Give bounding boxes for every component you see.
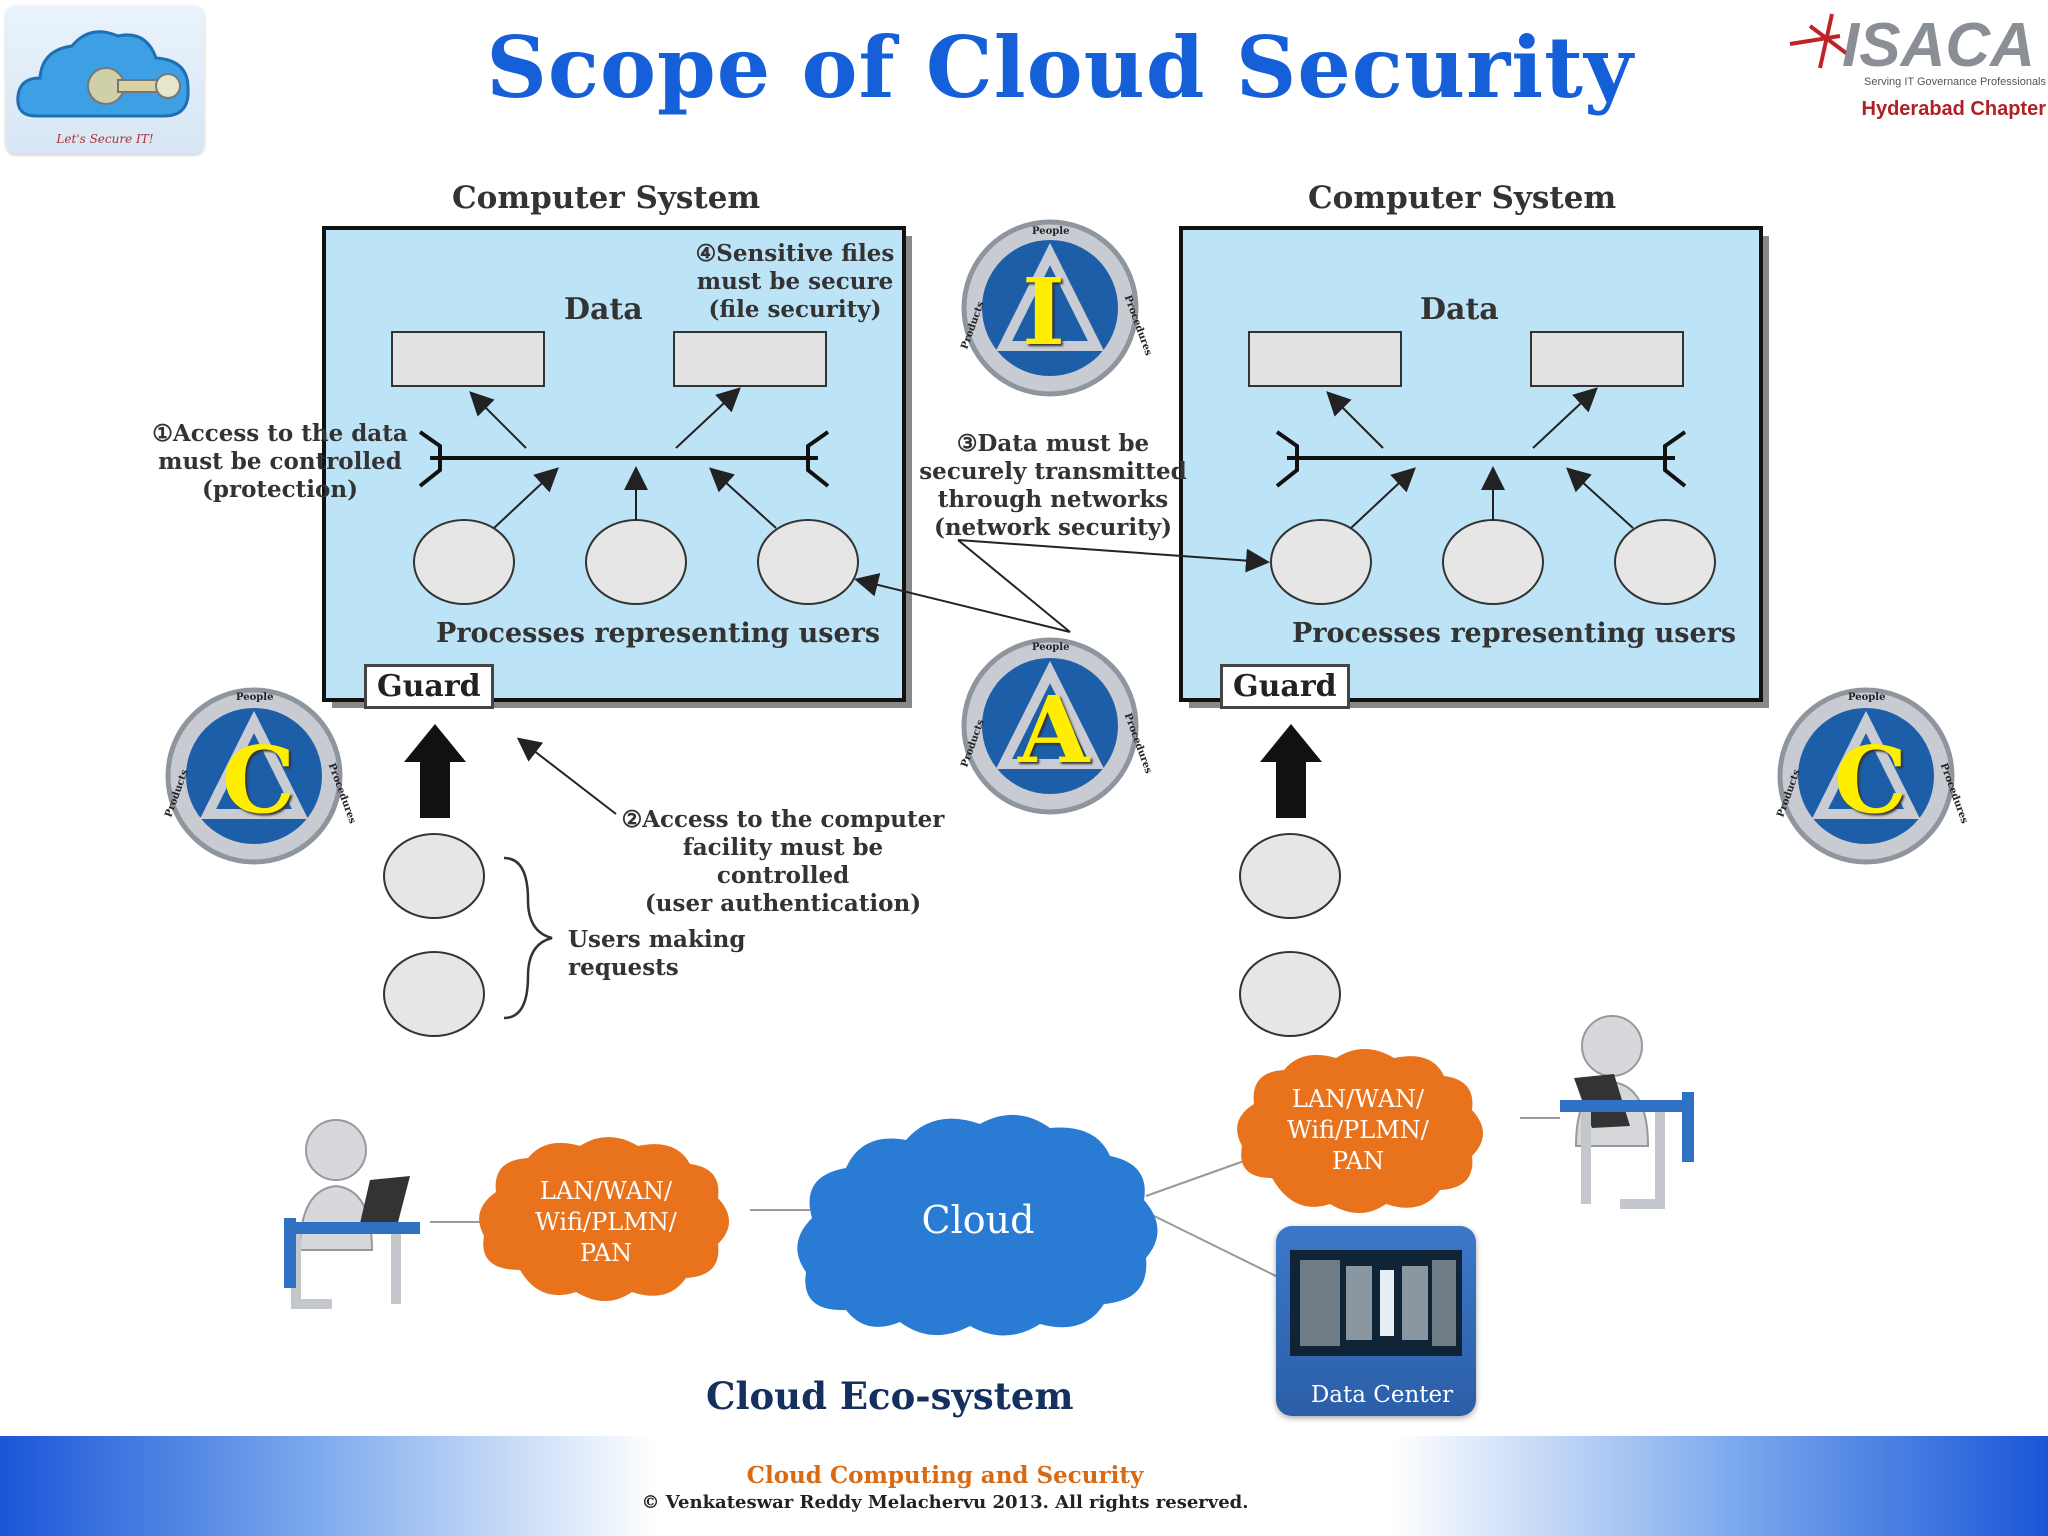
guard-up-arrow (1260, 724, 1322, 818)
process-label-right: Processes representing users (1292, 618, 1737, 649)
network-cloud-right (1237, 1049, 1483, 1213)
data-file-box (1530, 331, 1684, 387)
data-file-box (1248, 331, 1402, 387)
server-racks-icon (1290, 1250, 1462, 1356)
isaca-logo: ISACA Serving IT Governance Professional… (1780, 6, 2046, 134)
process-circle (1614, 519, 1716, 605)
process-circle (585, 519, 687, 605)
user-at-desk-left-icon (284, 1119, 420, 1309)
footer-copyright: © Venkateswar Reddy Melachervu 2013. All… (641, 1492, 1249, 1513)
isaca-logo-mark: ISACA (1789, 11, 2035, 80)
user-request-circle (1239, 833, 1341, 919)
guard-label-left: Guard (364, 664, 494, 709)
cia-letter-i: I (1022, 258, 1066, 366)
isaca-brand: ISACA (1842, 11, 2035, 76)
guard-up-arrow (404, 724, 466, 818)
main-cloud (797, 1114, 1158, 1336)
badge-ring-people: People (1032, 642, 1070, 653)
data-label-right: Data (1420, 292, 1499, 327)
user-request-circle (383, 951, 485, 1037)
cia-letter-a: A (1018, 676, 1090, 784)
cia-badge-confidentiality-right (1777, 687, 1955, 865)
network-label-left: LAN/WAN/Wifi/PLMN/PAN (535, 1177, 677, 1267)
badge-ring-people: People (1032, 226, 1070, 237)
badge-ring-people: People (236, 692, 274, 703)
data-center-box (1276, 1226, 1476, 1416)
computer-system-title-right: Computer System (1308, 180, 1617, 216)
data-label-left: Data (564, 292, 643, 327)
guard-label-right: Guard (1220, 664, 1350, 709)
cia-letter-c-right: C (1834, 726, 1908, 834)
process-circle (413, 519, 515, 605)
process-circle (757, 519, 859, 605)
footer-band (0, 1436, 2048, 1536)
users-making-requests-label: Users making requests (568, 926, 746, 981)
user-request-circle (1239, 951, 1341, 1037)
cloud-label: Cloud (921, 1198, 1035, 1242)
footer-title: Cloud Computing and Security (746, 1462, 1144, 1489)
logo-tagline: Let's Secure IT! (56, 132, 154, 146)
eco-system-caption: Cloud Eco-system (706, 1374, 1074, 1418)
slide-title: Scope of Cloud Security (486, 18, 1634, 117)
process-circle (1442, 519, 1544, 605)
badge-ring-people: People (1848, 692, 1886, 703)
users-brace (503, 856, 553, 1020)
user-at-desk-right-icon (1560, 1015, 1694, 1209)
data-file-box (391, 331, 545, 387)
cloud-key-logo: Let's Secure IT! (6, 6, 204, 154)
computer-system-title-left: Computer System (452, 180, 761, 216)
process-label-left: Processes representing users (436, 618, 881, 649)
data-center-label: Data Center (1310, 1382, 1454, 1408)
cia-badge-confidentiality-left (165, 687, 343, 865)
cia-letter-c-left: C (222, 726, 296, 834)
process-circle (1270, 519, 1372, 605)
isaca-tagline: Serving IT Governance Professionals (1864, 76, 2046, 88)
network-cloud-left (479, 1137, 729, 1301)
network-label-right: LAN/WAN/Wifi/PLMN/PAN (1287, 1085, 1429, 1175)
cia-badge-availability (961, 637, 1139, 815)
cia-badge-integrity (961, 219, 1139, 397)
user-request-circle (383, 833, 485, 919)
cloud-key-icon (16, 30, 190, 118)
data-file-box (673, 331, 827, 387)
isaca-chapter: Hyderabad Chapter (1861, 98, 2047, 120)
